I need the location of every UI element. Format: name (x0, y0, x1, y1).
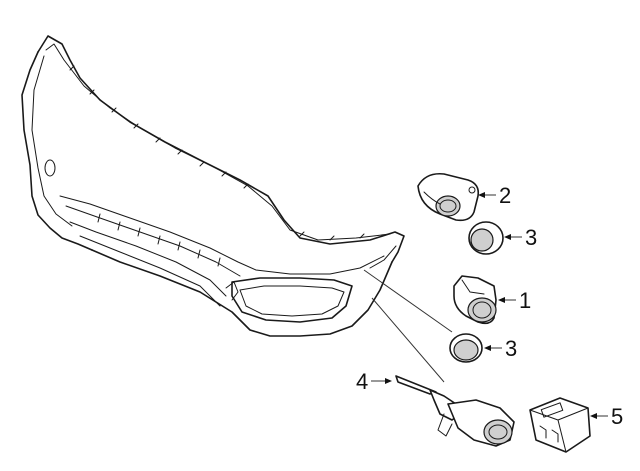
connector (529, 397, 591, 453)
callout-5: 5 (590, 404, 623, 429)
callout-label: 3 (505, 336, 517, 361)
callout-1: 1 (498, 288, 531, 313)
leader-line-4 (371, 297, 445, 383)
sensor-retainer-ring-lower (449, 333, 483, 363)
callout-label: 1 (519, 288, 531, 313)
leader-line-1 (363, 269, 453, 333)
sensor-retainer-ring-upper (468, 221, 504, 255)
callout-label: 3 (525, 225, 537, 250)
callout-label: 2 (499, 183, 511, 208)
bumper-cover (21, 35, 405, 337)
callout-4: 4 (356, 369, 392, 394)
callout-3-lower: 3 (484, 336, 517, 361)
parking-sensor-bracket (417, 172, 480, 222)
bulb-socket-wire (395, 375, 515, 447)
parking-sensor (453, 275, 497, 325)
callout-3-upper: 3 (504, 225, 537, 250)
callout-label: 4 (356, 369, 368, 394)
callout-2: 2 (478, 183, 511, 208)
callout-label: 5 (611, 404, 623, 429)
